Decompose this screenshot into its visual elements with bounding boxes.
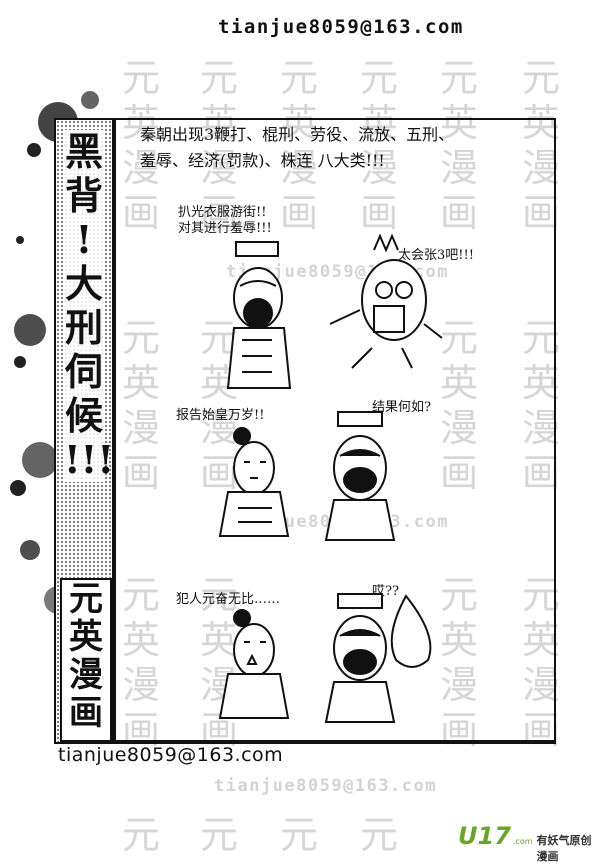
speech-text: 报告始皇万岁!! <box>176 408 265 423</box>
side-title-char: 候 <box>64 393 103 438</box>
speech-text: 结果何如? <box>372 400 431 415</box>
watermark-email: tianjue8059@163.com <box>214 776 437 796</box>
speech-text: 犯人元奋无比…… <box>176 592 281 607</box>
watermark-column: 元 <box>280 815 318 855</box>
watermark-char: 元 <box>122 813 161 857</box>
watermark-char: 元 <box>360 56 399 100</box>
watermark-char: 元 <box>360 813 399 857</box>
watermark-column: 元 <box>200 815 238 855</box>
speech-line: 对其进行羞辱!!! <box>178 221 272 236</box>
speech-text: 扒光衣服游街!! 对其进行羞辱!!! <box>178 205 272 237</box>
logo-slogan: 有妖气原创漫画 <box>536 834 592 863</box>
header-email: tianjue8059@163.com <box>218 16 464 38</box>
side-brand-char: 漫 <box>69 655 103 695</box>
side-title-char: 黑 <box>64 129 103 174</box>
side-brand-char: 英 <box>69 617 103 657</box>
side-brand-char: 元 <box>69 579 103 619</box>
watermark-char: 元 <box>522 56 561 100</box>
watermark-column: 元 <box>360 815 398 855</box>
logo-mark: U17 <box>458 822 511 850</box>
panel-bottom-rule <box>112 740 554 742</box>
side-title-char: !!! <box>64 437 115 482</box>
watermark-char: 元 <box>280 56 319 100</box>
side-title-char: 伺 <box>64 349 103 394</box>
caption-line: 羞辱、经济(罚款)、株连 八大类!!! <box>140 151 385 170</box>
speech-text: 太会张3吧!!! <box>398 248 474 263</box>
watermark-char: 元 <box>200 813 239 857</box>
watermark-column: 元 <box>122 815 160 855</box>
u17-logo: U17 .com 有妖气原创漫画 <box>458 822 600 864</box>
caption-line: 秦朝出现3鞭打、棍刑、劳役、流放、五刑、 <box>140 125 455 144</box>
side-brand-char: 画 <box>69 693 103 733</box>
side-brand: 元 英 漫 画 <box>60 578 112 742</box>
watermark-char: 元 <box>200 56 239 100</box>
comic-illustration <box>218 233 443 723</box>
speech-line: 扒光衣服游街!! <box>178 205 267 220</box>
side-title-char: ! <box>75 217 93 262</box>
comic-caption: 秦朝出现3鞭打、棍刑、劳役、流放、五刑、 羞辱、经济(罚款)、株连 八大类!!! <box>140 122 540 174</box>
side-title-char: 背 <box>64 173 103 218</box>
watermark-char: 元 <box>280 813 319 857</box>
watermark-char: 元 <box>440 56 479 100</box>
comic-panel <box>112 118 556 744</box>
footer-email: tianjue8059@163.com <box>58 744 284 766</box>
side-title-char: 刑 <box>64 305 103 350</box>
logo-domain: .com <box>512 837 533 846</box>
side-title: 黑 背 ! 大 刑 伺 候 !!! <box>64 129 115 482</box>
side-title-char: 大 <box>64 261 103 306</box>
